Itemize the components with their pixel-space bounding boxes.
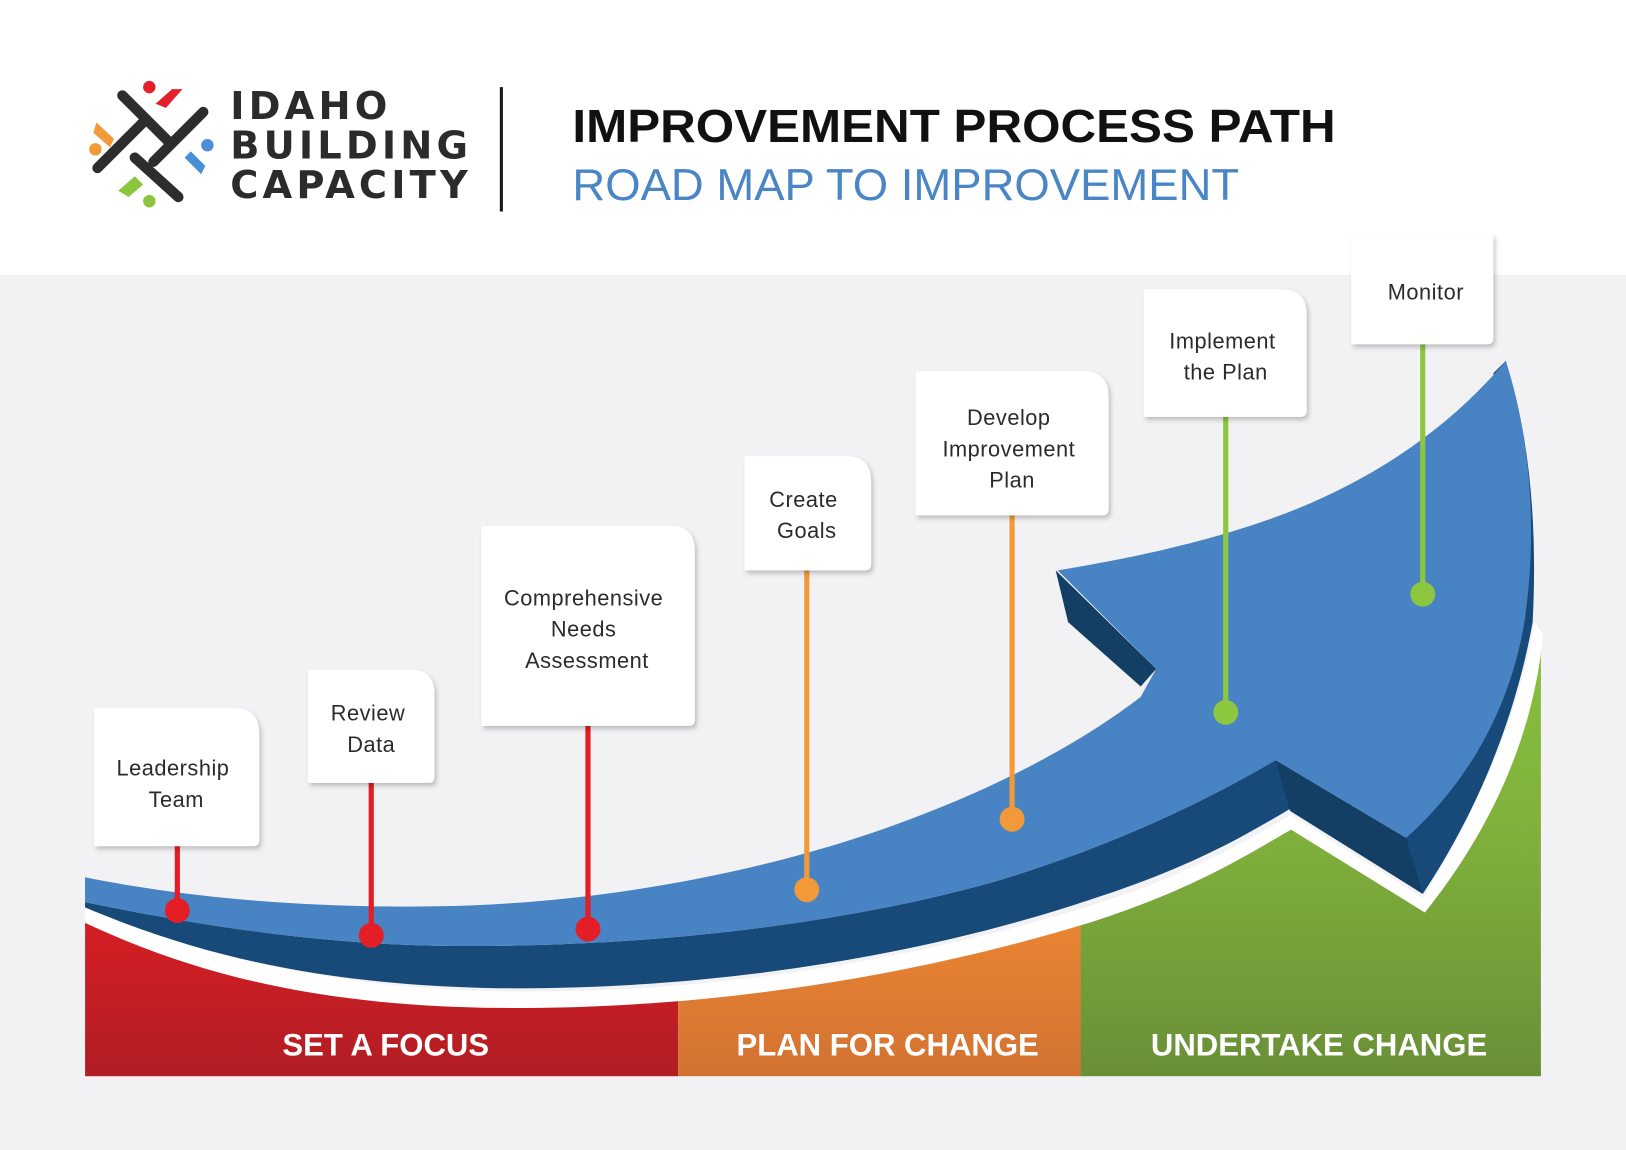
step-review-data[interactable]: Review Data xyxy=(307,669,435,948)
step-create-goals[interactable]: Create Goals xyxy=(744,456,872,903)
step-marker-dot xyxy=(999,806,1025,832)
steps: Leadership Team Review Data Comprehensiv… xyxy=(94,234,1494,948)
step-label: Monitor xyxy=(1388,280,1464,305)
arrow-face xyxy=(85,360,1532,947)
step-label: Review Data xyxy=(331,701,412,757)
step-card xyxy=(307,669,435,783)
step-label: Leadership Team xyxy=(117,756,236,812)
step-develop-improvement-plan[interactable]: Develop Improvement Plan xyxy=(915,371,1109,832)
logo-line-2: BUILDING xyxy=(230,124,472,169)
arrow-barb-shadow xyxy=(1055,570,1157,687)
step-monitor[interactable]: Monitor xyxy=(1351,234,1494,607)
header-divider xyxy=(499,87,503,212)
step-label: Implement the Plan xyxy=(1169,328,1282,384)
step-marker-dot xyxy=(575,916,601,942)
logo-mark-icon xyxy=(89,80,214,208)
step-implement-the-plan[interactable]: Implement the Plan xyxy=(1143,289,1307,725)
phase-label-undertake-change: UNDERTAKE CHANGE xyxy=(1151,1028,1487,1063)
step-card xyxy=(94,708,260,847)
step-comprehensive-needs-assessment[interactable]: Comprehensive Needs Assessment xyxy=(481,525,695,942)
step-card xyxy=(915,371,1109,516)
arrow-notch-shadow xyxy=(1275,760,1423,894)
step-marker-dot xyxy=(358,922,384,948)
step-label: Create Goals xyxy=(769,487,844,543)
arrow-white-outline xyxy=(85,622,1544,1009)
step-marker-dot xyxy=(794,877,820,903)
step-leadership-team[interactable]: Leadership Team xyxy=(94,708,260,923)
phase-label-set-a-focus: SET A FOCUS xyxy=(282,1028,489,1063)
page-subtitle: ROAD MAP TO IMPROVEMENT xyxy=(572,161,1239,210)
step-card xyxy=(1351,234,1494,345)
step-marker-dot xyxy=(1410,581,1436,607)
arrow-side xyxy=(85,360,1535,989)
logo: IDAHO BUILDING CAPACITY xyxy=(89,80,472,208)
page-title: IMPROVEMENT PROCESS PATH xyxy=(572,100,1335,152)
step-card xyxy=(744,456,872,571)
step-card xyxy=(1143,289,1307,417)
step-label: Comprehensive Needs Assessment xyxy=(504,586,670,673)
step-label: Develop Improvement Plan xyxy=(942,405,1081,492)
road-arrow xyxy=(85,360,1544,1009)
step-marker-dot xyxy=(1213,699,1239,725)
step-card xyxy=(481,525,695,726)
phase-label-plan-for-change: PLAN FOR CHANGE xyxy=(737,1028,1039,1063)
header-background xyxy=(0,0,1626,275)
step-marker-dot xyxy=(164,898,190,923)
logo-line-1: IDAHO xyxy=(230,84,391,129)
logo-line-3: CAPACITY xyxy=(230,163,472,208)
